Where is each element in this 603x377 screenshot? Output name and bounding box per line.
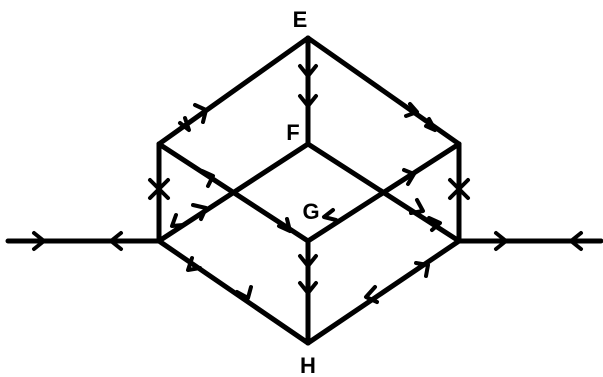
arrow-e-top-right-lower xyxy=(424,117,437,132)
vertex-label-f: F xyxy=(286,120,299,145)
arrow-f-left-upper xyxy=(191,203,208,221)
arrow-e-f-lower xyxy=(298,94,318,108)
cross-markers xyxy=(148,178,470,200)
arrow-e-f-upper xyxy=(298,64,318,78)
cross-mark-right xyxy=(448,178,470,200)
arrow-top-left-g-lower xyxy=(277,217,292,233)
edge-f-right xyxy=(305,141,462,244)
arrow-e-top-left-upper xyxy=(193,103,208,124)
arrow-left-h-upper xyxy=(186,256,202,272)
arrow-top-right-g-lower xyxy=(322,208,338,222)
arrow-top-left-g-upper xyxy=(200,169,215,188)
edge-e-top-right xyxy=(305,35,462,147)
vertex-labels: E F G H xyxy=(286,7,319,377)
arrow-right-h-lower xyxy=(364,285,379,304)
arrow-right-h-upper xyxy=(414,261,430,278)
arrow-right-external-right xyxy=(494,231,508,251)
arrow-f-right-upper xyxy=(409,198,425,215)
arrow-left-external-left xyxy=(109,231,123,251)
arrow-left-external-right xyxy=(32,231,46,251)
arrow-top-right-g-upper xyxy=(402,168,416,186)
arrow-f-left-lower xyxy=(170,213,185,228)
edges xyxy=(5,35,603,346)
vertex-label-h: H xyxy=(300,353,316,377)
arrow-g-h-lower xyxy=(298,281,318,295)
arrow-g-h-upper xyxy=(298,254,318,268)
edge-left-h xyxy=(156,238,311,346)
arrow-e-top-left-lower xyxy=(178,116,191,132)
arrow-e-top-right-upper xyxy=(404,102,419,118)
vertex-label-e: E xyxy=(293,7,308,32)
arrow-left-h-lower xyxy=(235,285,253,300)
vertex-label-g: G xyxy=(302,199,319,224)
arrow-markers xyxy=(32,64,583,304)
edge-right-h xyxy=(305,238,462,346)
cross-mark-left xyxy=(148,178,170,200)
arrow-f-right-lower xyxy=(427,216,442,232)
arrow-right-external-left xyxy=(569,231,583,251)
